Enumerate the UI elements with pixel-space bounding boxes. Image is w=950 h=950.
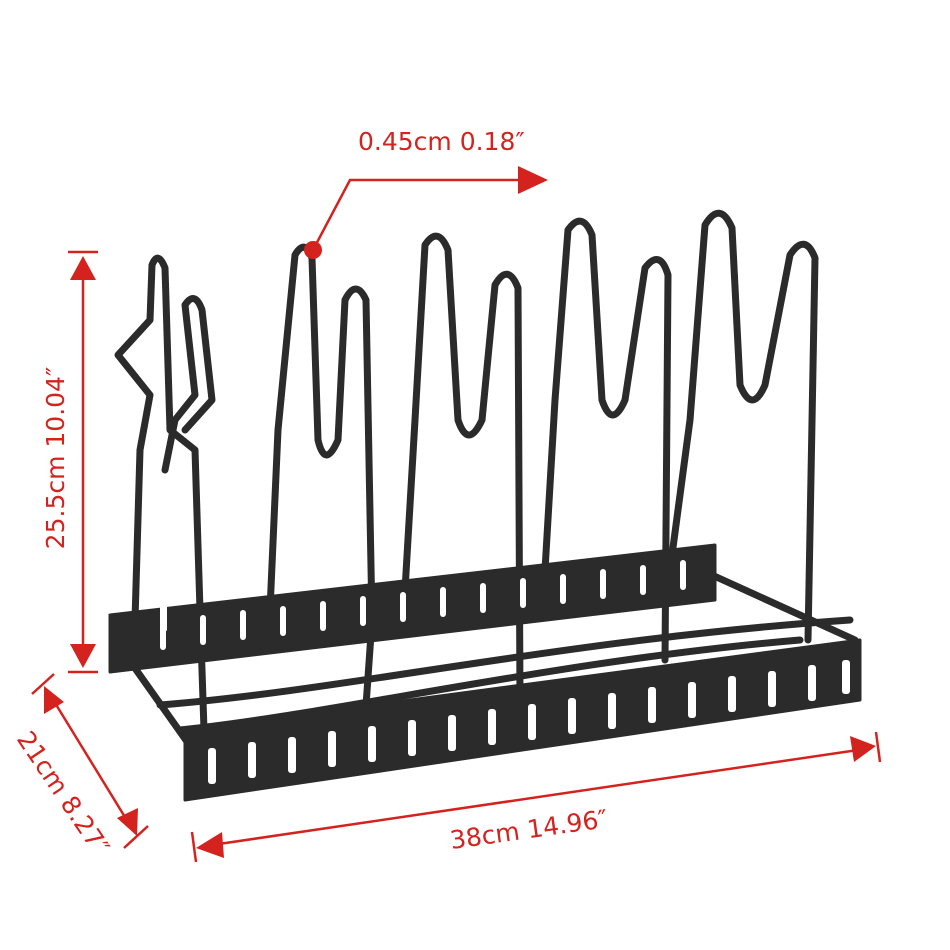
width-label: 38cm 14.96″: [448, 804, 609, 855]
dimension-annotations: [31, 166, 882, 863]
arrow-head-icon: [850, 736, 876, 762]
width-tick-left: [190, 831, 198, 863]
width-arrow: [211, 748, 859, 847]
base-cross-rod-2: [156, 616, 854, 709]
front-rail-slots: [208, 660, 850, 784]
back-rail-slot-row: [160, 560, 686, 650]
rack-front-rail: [183, 638, 862, 802]
divider-1b: [161, 295, 216, 474]
arrow-head-icon: [518, 166, 548, 194]
divider-5: [666, 209, 819, 644]
arrow-head-icon: [70, 256, 96, 280]
depth-arrow: [50, 697, 130, 823]
depth-label: 21cm 8.27″: [11, 726, 115, 861]
wire-thickness-label: 0.45cm 0.18″: [358, 127, 525, 156]
arrow-head-icon: [70, 644, 96, 668]
arrow-head-icon: [196, 832, 224, 858]
divider-3: [401, 232, 524, 704]
width-tick-right: [874, 731, 882, 763]
base-frame-right-rod: [708, 571, 859, 644]
depth-tick-bottom: [123, 825, 149, 849]
divider-1: [114, 254, 209, 764]
divider-4: [541, 217, 672, 664]
depth-tick-top: [31, 673, 55, 695]
pan-rack: [108, 209, 862, 802]
marker-dot-icon: [304, 241, 322, 259]
wire-thickness-leader: [311, 178, 525, 251]
divider-2: [266, 243, 376, 724]
arrow-head-icon: [117, 808, 138, 836]
height-label: 25.5cm 10.04″: [41, 367, 70, 550]
arrow-head-icon: [44, 686, 64, 714]
